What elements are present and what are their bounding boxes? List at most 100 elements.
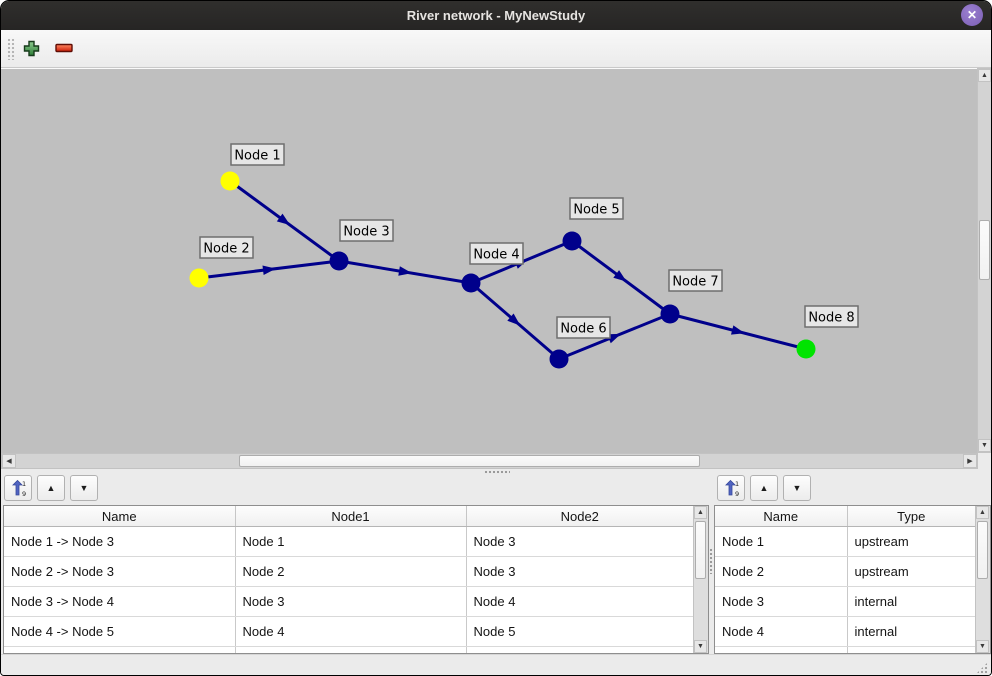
table-row[interactable] [715, 646, 975, 653]
table-cell[interactable]: Node 1 [715, 526, 848, 557]
scroll-up-button[interactable]: ▲ [694, 506, 707, 519]
river-network-canvas[interactable]: Node 1 Node 2 Node 3 Node 4 Node 5 Node 6 Node… [1, 68, 977, 453]
scroll-up-button[interactable]: ▲ [976, 506, 989, 519]
nodes-sort-button[interactable]: 1 9 [717, 475, 745, 501]
river-canvas-svg[interactable]: Node 1 Node 2 Node 3 Node 4 Node 5 Node 6 Node… [1, 69, 977, 453]
table-cell[interactable]: Node 2 [235, 556, 467, 587]
nodes-move-up-button[interactable]: ▲ [750, 475, 778, 501]
arrow-right-icon: ▶ [967, 458, 973, 465]
branches-move-up-button[interactable]: ▲ [37, 475, 65, 501]
remove-node-button[interactable] [54, 38, 74, 58]
scroll-down-button[interactable]: ▼ [978, 439, 991, 452]
scroll-left-button[interactable]: ◀ [2, 454, 16, 468]
nodes-table-scrollbar[interactable]: ▲ ▼ [975, 506, 990, 653]
vertical-scroll-thumb[interactable] [979, 220, 990, 280]
table-cell[interactable]: Node 4 [715, 616, 848, 647]
canvas-node[interactable] [189, 268, 209, 288]
table-cell[interactable] [235, 646, 467, 653]
pane-splitter-vertical[interactable] [709, 548, 714, 574]
canvas-node-label[interactable]: Node 3 [339, 219, 394, 242]
branches-move-down-button[interactable]: ▼ [70, 475, 98, 501]
minus-icon [55, 43, 73, 53]
table-cell[interactable]: internal [847, 586, 975, 617]
table-row[interactable] [4, 646, 693, 653]
arrow-down-icon: ▼ [979, 643, 986, 650]
table-cell[interactable]: upstream [847, 556, 975, 587]
table-cell[interactable]: Node 3 [715, 586, 848, 617]
node-label-text: Node 2 [203, 242, 249, 257]
canvas-node-label[interactable]: Node 2 [199, 236, 254, 259]
node-label-text: Node 1 [234, 149, 280, 164]
column-header[interactable]: Type [847, 506, 975, 527]
canvas-node-label[interactable]: Node 7 [668, 269, 723, 292]
canvas-node[interactable] [660, 304, 680, 324]
canvas-horizontal-scrollbar[interactable]: ◀ ▶ [1, 453, 978, 469]
nodes-move-down-button[interactable]: ▼ [783, 475, 811, 501]
window-resize-grip[interactable] [976, 662, 988, 674]
table-cell[interactable]: internal [847, 616, 975, 647]
table-cell[interactable]: Node 1 [235, 526, 467, 557]
vertical-scroll-thumb[interactable] [977, 521, 988, 579]
table-cell[interactable] [847, 646, 975, 653]
table-cell[interactable]: Node 3 [235, 586, 467, 617]
scroll-up-button[interactable]: ▲ [978, 69, 991, 82]
scroll-right-button[interactable]: ▶ [963, 454, 977, 468]
column-header[interactable]: Node2 [466, 506, 693, 527]
scroll-down-button[interactable]: ▼ [976, 640, 989, 653]
canvas-node[interactable] [796, 339, 816, 359]
close-button[interactable]: ✕ [961, 4, 983, 26]
table-cell[interactable]: Node 1 -> Node 3 [4, 526, 236, 557]
table-cell[interactable]: Node 3 [466, 556, 693, 587]
canvas-vertical-scrollbar[interactable]: ▲ ▼ [977, 68, 991, 453]
main-toolbar [1, 30, 991, 68]
table-cell[interactable]: Node 4 [235, 616, 467, 647]
table-cell[interactable]: Node 3 [466, 526, 693, 557]
table-cell[interactable]: upstream [847, 526, 975, 557]
node-label-box [668, 269, 723, 292]
edge-arrow-icon [276, 213, 291, 226]
branches-sort-button[interactable]: 1 9 [4, 475, 32, 501]
canvas-node-label[interactable]: Node 1 [230, 143, 285, 166]
canvas-node-label[interactable]: Node 8 [804, 305, 859, 328]
canvas-node-label[interactable]: Node 5 [569, 197, 624, 220]
canvas-node[interactable] [549, 349, 569, 369]
table-cell[interactable] [466, 646, 693, 653]
column-header[interactable]: Node1 [235, 506, 467, 527]
horizontal-scroll-thumb[interactable] [239, 455, 700, 467]
node-label-box [469, 242, 524, 265]
branches-table-scrollbar[interactable]: ▲ ▼ [693, 506, 708, 653]
title-bar[interactable]: River network - MyNewStudy ✕ [1, 1, 991, 30]
table-cell[interactable]: Node 3 -> Node 4 [4, 586, 236, 617]
table-cell[interactable]: Node 2 [715, 556, 848, 587]
canvas-node[interactable] [461, 273, 481, 293]
table-cell[interactable] [715, 646, 848, 653]
column-header[interactable]: Name [715, 506, 848, 527]
table-cell[interactable]: Node 2 -> Node 3 [4, 556, 236, 587]
edge-arrow-icon [730, 325, 745, 335]
table-cell[interactable] [4, 646, 236, 653]
scroll-down-button[interactable]: ▼ [694, 640, 707, 653]
table-cell[interactable]: Node 4 -> Node 5 [4, 616, 236, 647]
edge-arrow-icon [262, 265, 276, 275]
table-cell[interactable]: Node 5 [466, 616, 693, 647]
pane-splitter-horizontal[interactable] [1, 469, 991, 474]
vertical-scroll-thumb[interactable] [695, 521, 706, 579]
toolbar-grip-handle[interactable] [7, 38, 15, 60]
canvas-node-label[interactable]: Node 6 [556, 316, 611, 339]
canvas-node-label[interactable]: Node 4 [469, 242, 524, 265]
canvas-node[interactable] [220, 171, 240, 191]
table-cell[interactable]: Node 4 [466, 586, 693, 617]
add-node-button[interactable] [21, 38, 41, 58]
column-header[interactable]: Name [4, 506, 236, 527]
canvas-node[interactable] [329, 251, 349, 271]
canvas-node[interactable] [562, 231, 582, 251]
